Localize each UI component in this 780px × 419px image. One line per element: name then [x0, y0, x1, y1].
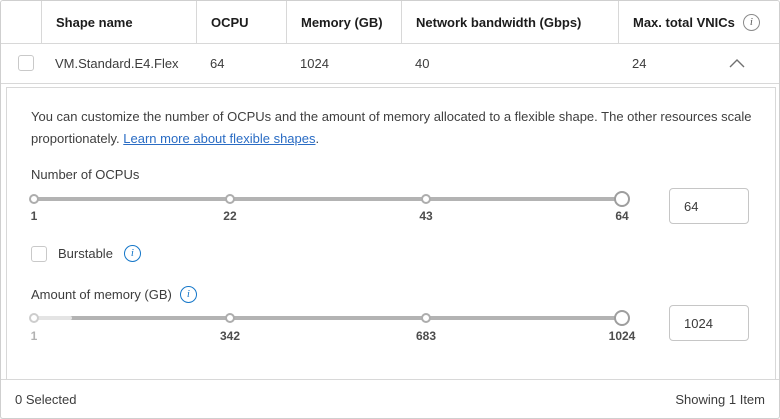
column-header-label: Network bandwidth (Gbps) [416, 14, 582, 30]
network-bandwidth-cell: 40 [401, 43, 618, 83]
memory-slider-tick-labels: 1 342 683 1024 [30, 329, 636, 345]
tick-label: 64 [615, 209, 629, 223]
ocpu-slider-tick [421, 194, 431, 204]
memory-slider-tick [421, 313, 431, 323]
footer-item-count: Showing 1 Item [675, 392, 765, 407]
memory-slider-tick [224, 313, 235, 323]
footer-selected-count: 0 Selected [15, 392, 77, 407]
column-header-label: Memory (GB) [301, 14, 383, 30]
burstable-checkbox[interactable] [31, 245, 47, 262]
tick-label: 22 [223, 209, 237, 223]
flexible-shape-details-panel: You can customize the number of OCPUs an… [6, 87, 776, 379]
table-footer: 0 Selected Showing 1 Item [1, 380, 779, 418]
ocpu-cell: 64 [196, 43, 286, 83]
row-select-checkbox[interactable] [18, 55, 34, 71]
column-header-memory: Memory (GB) [286, 1, 401, 43]
learn-more-link[interactable]: Learn more about flexible shapes [123, 131, 316, 146]
flexible-shape-description: You can customize the number of OCPUs an… [31, 106, 757, 150]
ocpu-slider-tick [29, 194, 39, 204]
tick-label: 43 [419, 209, 433, 223]
ocpu-slider-handle[interactable] [614, 191, 630, 207]
column-header-max-vnics: Max. total VNICs i [618, 1, 779, 43]
ocpu-slider-track[interactable] [34, 197, 622, 201]
memory-number-input[interactable] [669, 305, 749, 341]
network-bandwidth-value: 40 [415, 55, 430, 71]
max-vnics-cell: 24 [618, 43, 779, 83]
tick-label: 683 [415, 329, 437, 343]
memory-slider-handle[interactable] [614, 310, 630, 326]
column-header-label: Max. total VNICs [633, 14, 735, 30]
tick-label: 1 [30, 329, 38, 343]
burstable-label: Burstable [58, 246, 113, 261]
shape-name-cell: VM.Standard.E4.Flex [41, 43, 196, 83]
column-header-network-bandwidth: Network bandwidth (Gbps) [401, 1, 618, 43]
memory-label-row: Amount of memory (GB) i [31, 286, 197, 303]
vnics-info-icon[interactable]: i [742, 13, 760, 31]
memory-slider-disabled-range [34, 316, 72, 320]
ocpu-number-input[interactable] [669, 188, 749, 224]
burstable-info-icon[interactable]: i [123, 245, 141, 262]
memory-cell: 1024 [286, 43, 401, 83]
column-header-label: Shape name [56, 14, 133, 30]
max-vnics-value: 24 [632, 55, 647, 71]
ocpu-value: 64 [210, 55, 225, 71]
header-checkbox-column [1, 1, 41, 43]
description-suffix: . [315, 131, 320, 146]
ocpu-slider-label: Number of OCPUs [31, 167, 140, 182]
description-text: You can customize the number of OCPUs an… [31, 109, 752, 146]
memory-slider[interactable] [29, 310, 630, 326]
shape-name-value: VM.Standard.E4.Flex [55, 55, 179, 71]
burstable-row: Burstable i [31, 245, 141, 262]
row-divider [1, 83, 779, 84]
memory-slider-tick [29, 313, 39, 323]
ocpu-slider-tick-labels: 1 22 43 64 [30, 209, 629, 225]
footer-divider [1, 379, 779, 380]
ocpu-slider-tick [224, 194, 235, 204]
column-header-shape-name: Shape name [41, 1, 196, 43]
memory-value: 1024 [300, 55, 329, 71]
memory-slider-label: Amount of memory (GB) [31, 287, 172, 302]
memory-slider-track[interactable] [34, 316, 622, 320]
column-header-label: OCPU [211, 14, 249, 30]
tick-label: 1 [30, 209, 38, 223]
collapse-row-chevron-up-icon[interactable] [727, 56, 747, 70]
tick-label: 1024 [608, 329, 636, 343]
memory-info-icon[interactable]: i [179, 286, 197, 303]
ocpu-slider[interactable] [29, 191, 630, 207]
column-header-ocpu: OCPU [196, 1, 286, 43]
header-divider [1, 43, 779, 44]
tick-label: 342 [219, 329, 240, 343]
